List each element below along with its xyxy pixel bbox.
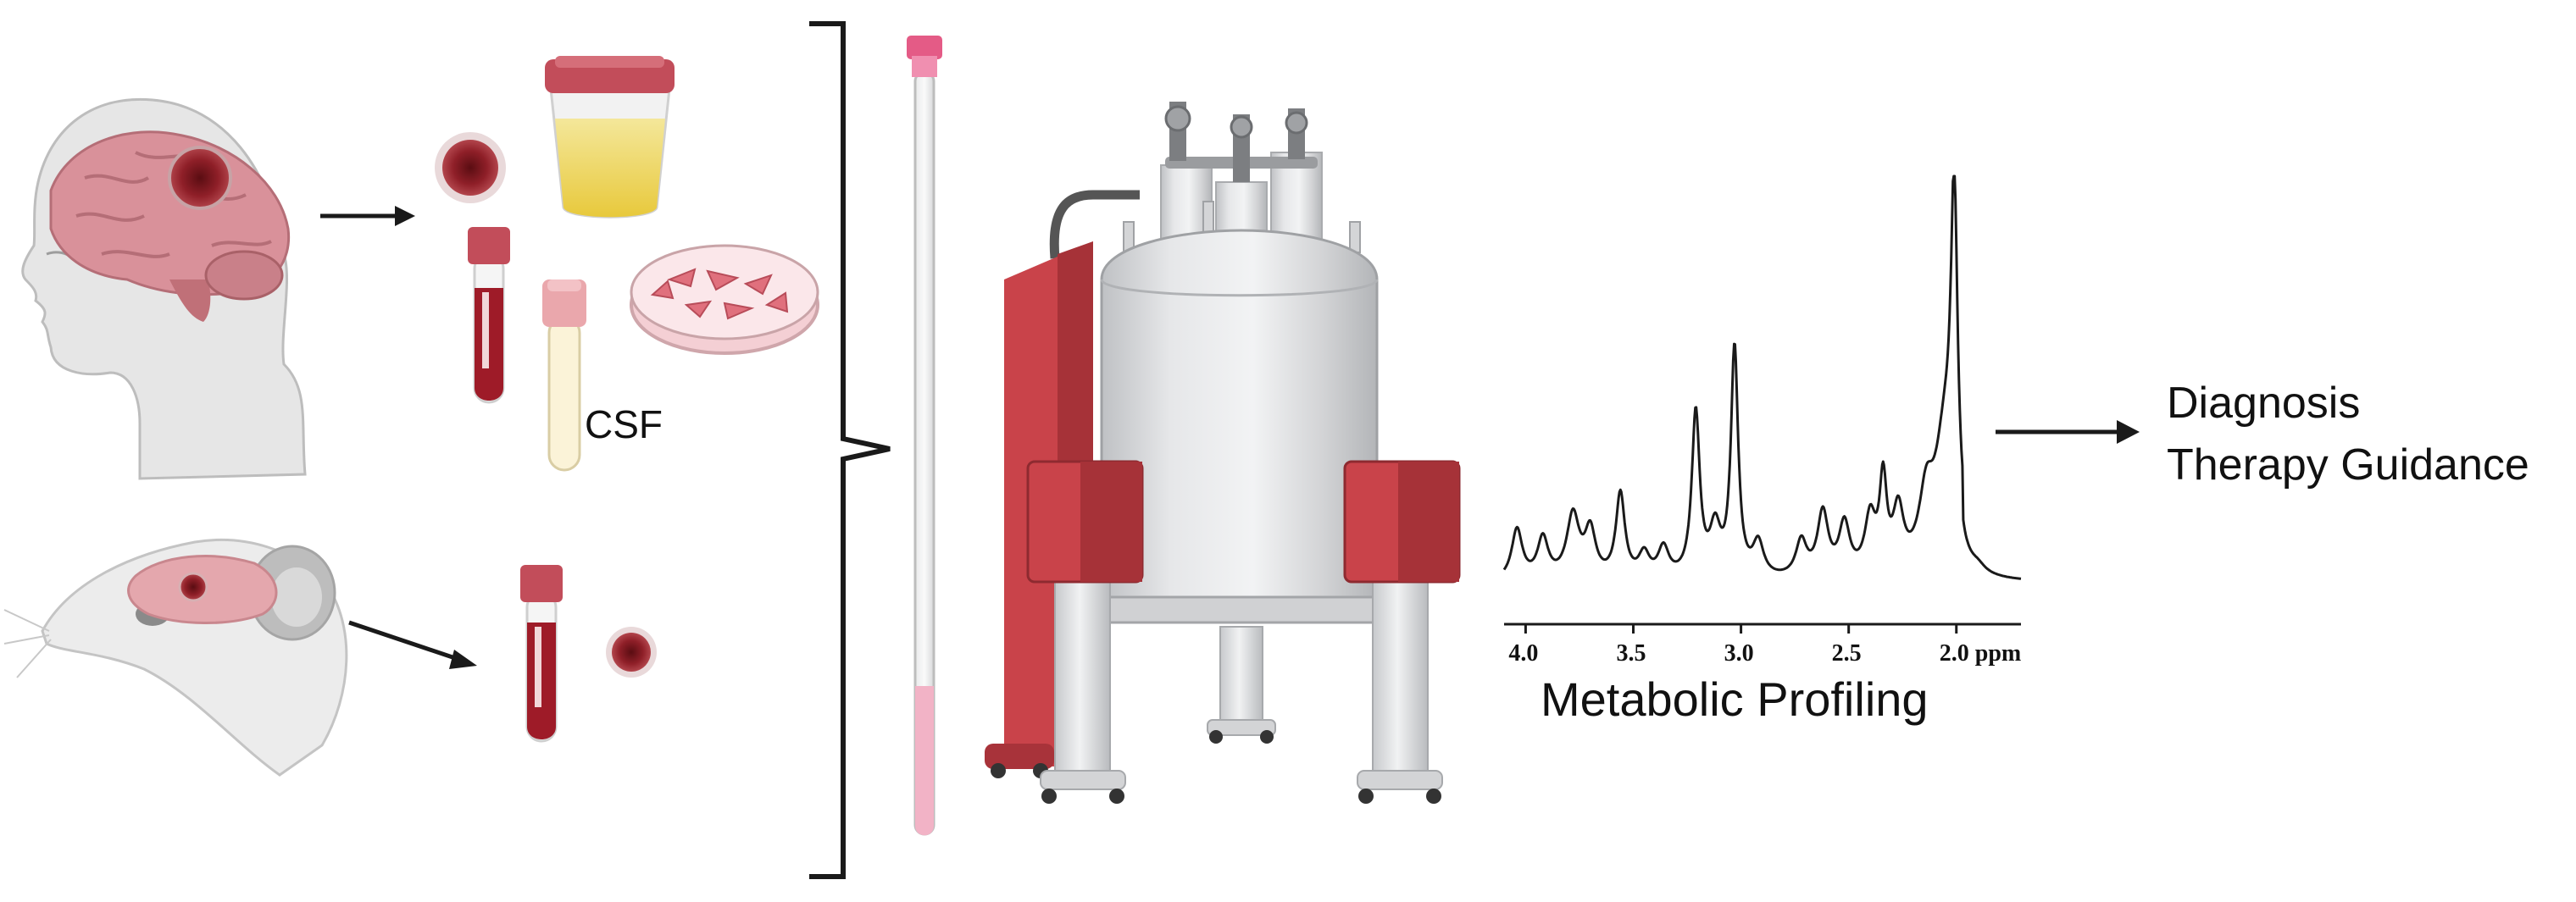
spectrum-tick-label: 3.0 [1724, 640, 1754, 667]
grouping-brace [809, 21, 891, 879]
spectrum-tick-label: 4.0 [1508, 640, 1538, 667]
human-head-illustration [21, 97, 307, 480]
spectrum-trace [1502, 174, 2022, 580]
tissue-sample-mouse-icon [606, 627, 657, 678]
diagnosis-label: Diagnosis [2167, 379, 2360, 428]
nmr-sample-tube-icon [907, 36, 942, 836]
blood-tube-human-icon [468, 227, 510, 404]
arrow-mouse-to-samples [348, 620, 477, 669]
tissue-biopsy-icon [435, 132, 506, 203]
csf-label: CSF [585, 402, 663, 446]
urine-cup-icon [545, 56, 675, 219]
spectrum-tick-label: 2.0 ppm [1940, 640, 2021, 667]
spectrum-tick-label: 2.5 [1832, 640, 1862, 667]
nmr-spectrometer-icon [985, 102, 1461, 804]
spectrum-x-ticks: 4.0 3.5 3.0 2.5 2.0 ppm [1508, 624, 2021, 667]
therapy-guidance-label: Therapy Guidance [2167, 440, 2529, 490]
arrow-human-to-samples [320, 206, 415, 226]
csf-tube-icon [542, 279, 586, 472]
arrow-to-outcome [1996, 420, 2140, 444]
metabolic-profiling-label: Metabolic Profiling [1541, 672, 1929, 726]
blood-tube-mouse-icon [520, 565, 563, 743]
cell-culture-dish-icon [630, 244, 819, 355]
spectrum-tick-label: 3.5 [1617, 640, 1646, 667]
nmr-spectrum: 4.0 3.5 3.0 2.5 2.0 ppm [1502, 174, 2022, 667]
mouse-illustration [3, 539, 348, 777]
